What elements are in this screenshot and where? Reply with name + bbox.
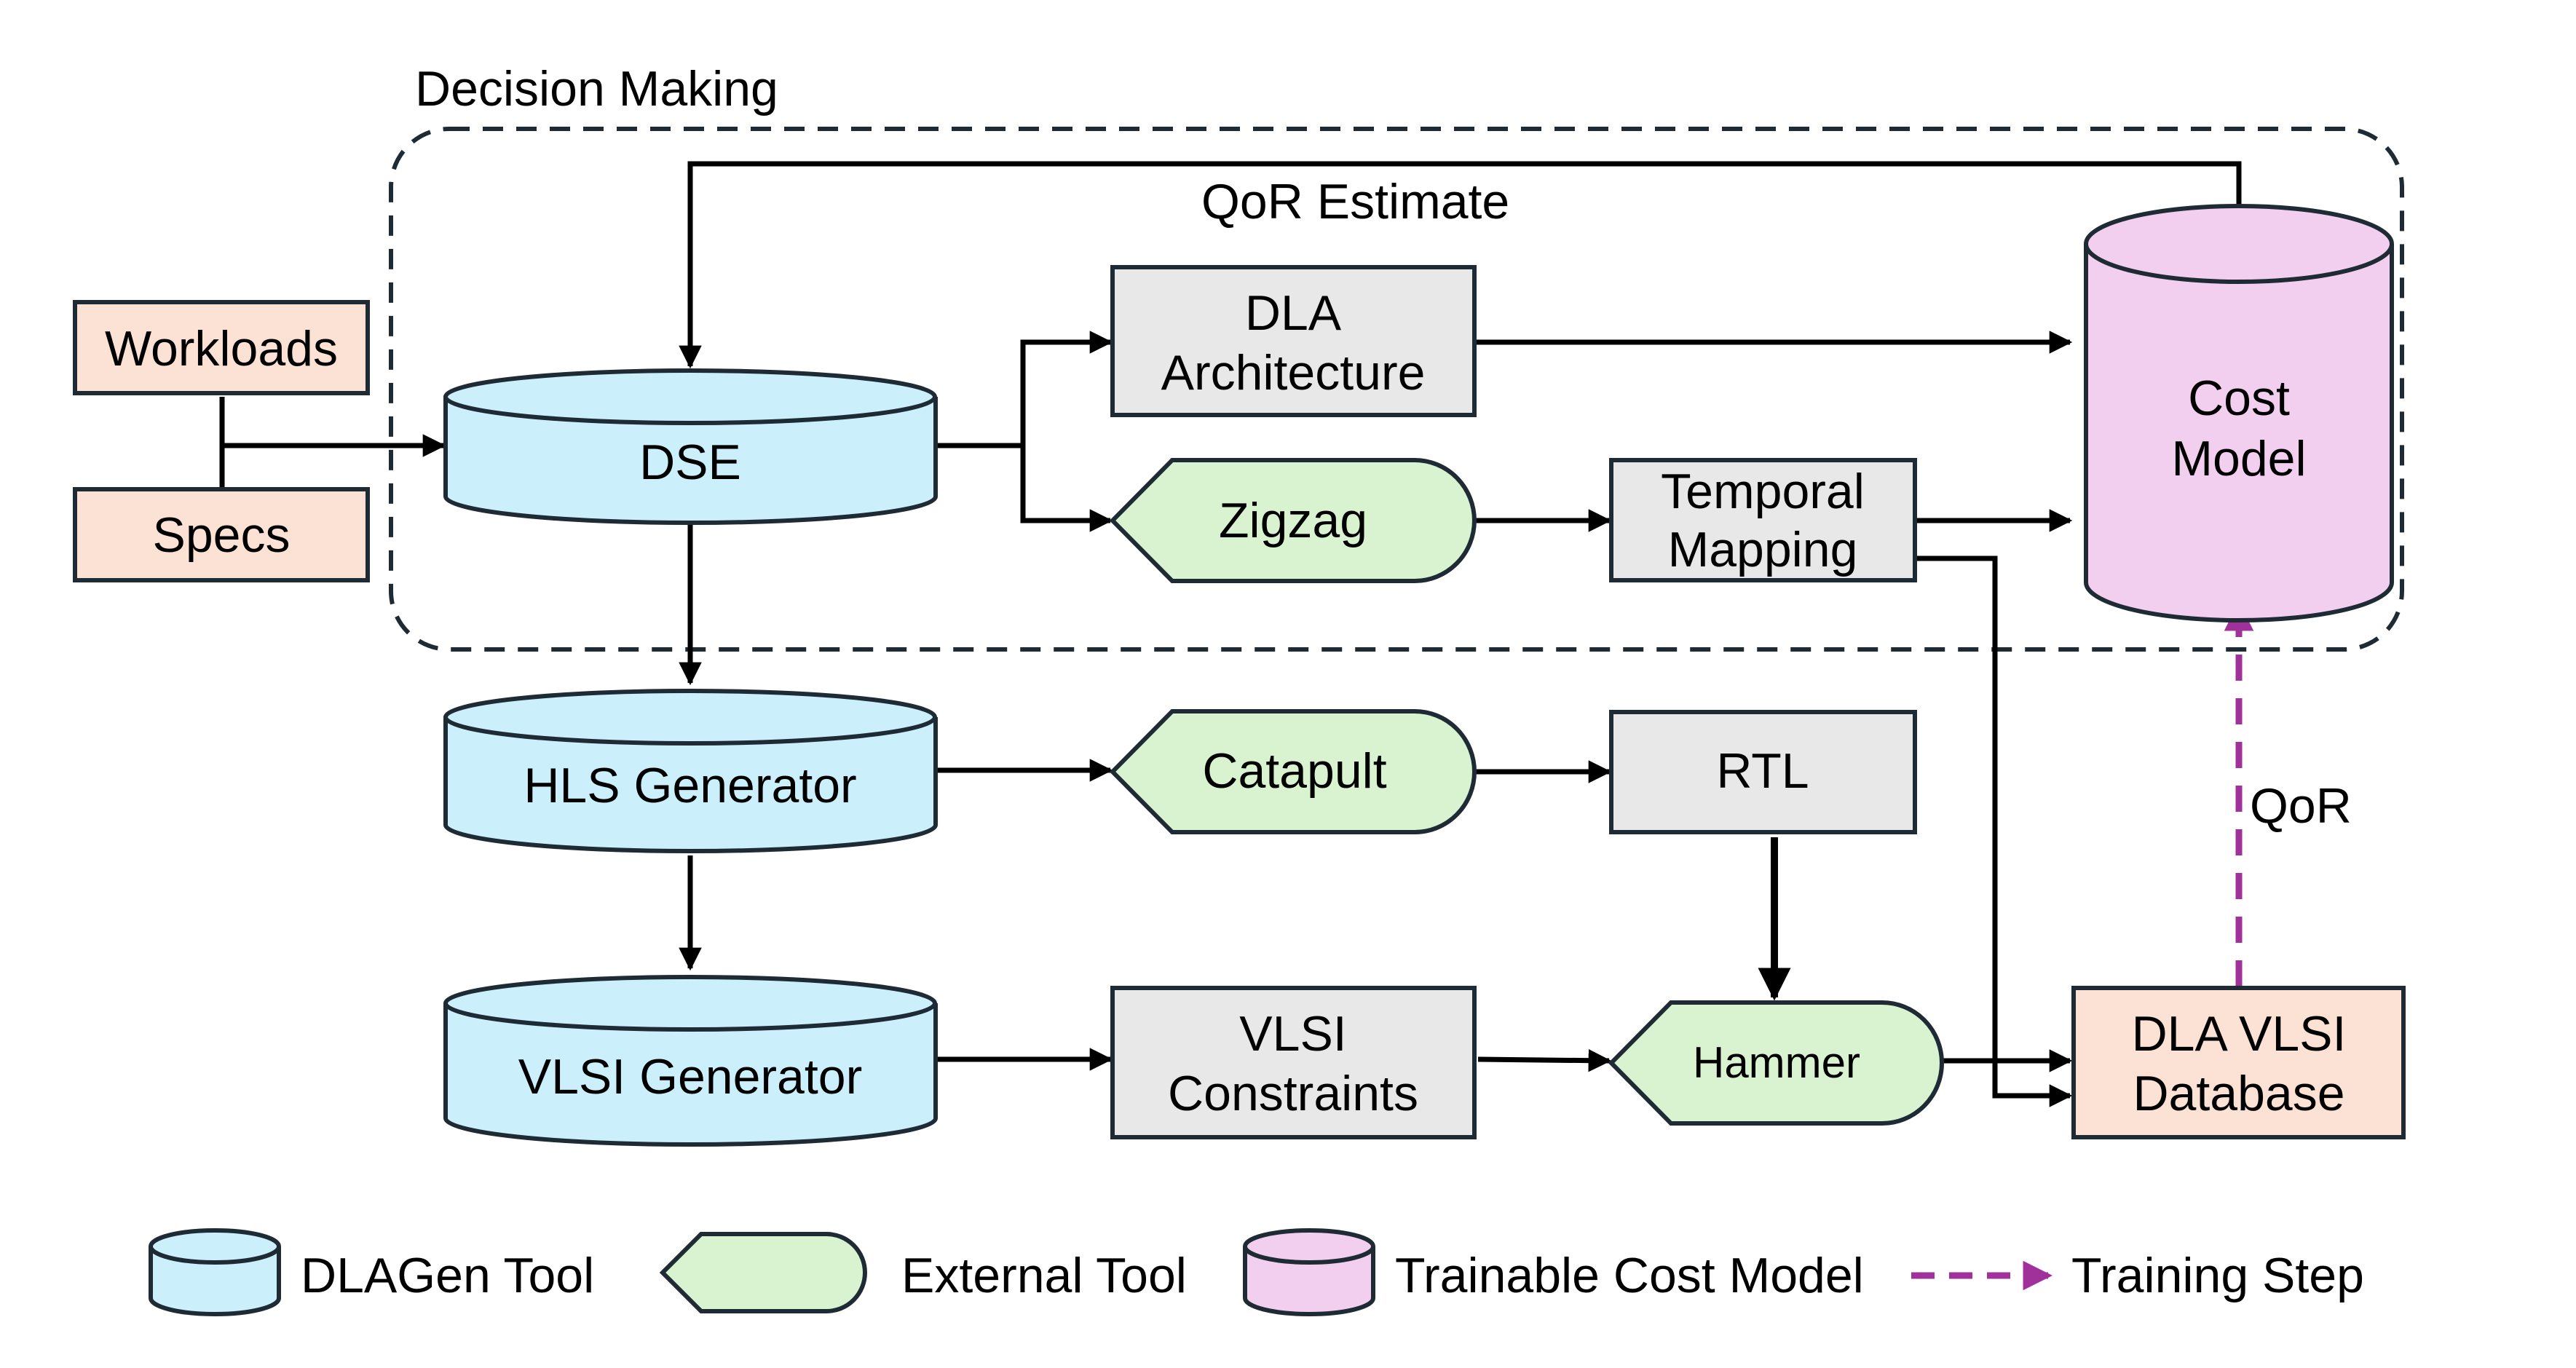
legend-dlagen-tool-label: DLAGen Tool <box>301 1248 594 1303</box>
rtl-node: RTL <box>1609 710 1917 834</box>
legend-external-tool: External Tool <box>659 1232 1187 1313</box>
dla-vlsi-database-line2: Database <box>2133 1066 2344 1121</box>
hls-generator-node: HLS Generator <box>443 689 938 854</box>
dse-node: DSE <box>443 368 938 526</box>
workloads-node: Workloads <box>73 300 370 395</box>
legend-dlagen-tool: DLAGen Tool <box>149 1228 594 1316</box>
zigzag-label: Zigzag <box>1219 493 1367 548</box>
hls-generator-label: HLS Generator <box>524 758 856 813</box>
decision-making-region <box>389 127 2404 652</box>
dla-architecture-line1: DLA <box>1245 285 1342 341</box>
edge-dse-to-zigzag <box>1020 446 1113 532</box>
dla-architecture-line2: Architecture <box>1161 345 1426 400</box>
catapult-label: Catapult <box>1202 743 1386 799</box>
dla-vlsi-database-line1: DLA VLSI <box>2132 1006 2347 1061</box>
edge-dse-to-dla-architecture <box>1020 331 1113 446</box>
vlsi-constraints-line1: VLSI <box>1239 1006 1346 1061</box>
cost-model-line2: Model <box>2171 431 2306 486</box>
specs-label: Specs <box>153 507 291 563</box>
decision-making-label: Decision Making <box>415 61 778 116</box>
vlsi-generator-label: VLSI Generator <box>518 1049 862 1104</box>
qor-estimate-label: QoR Estimate <box>1201 174 1509 229</box>
hammer-node: Hammer <box>1608 1000 1944 1126</box>
temporal-mapping-line1: Temporal <box>1661 464 1865 519</box>
temporal-mapping-line2: Mapping <box>1668 522 1858 577</box>
cost-model-node: Cost Model <box>2084 204 2394 622</box>
zigzag-node: Zigzag <box>1109 458 1477 583</box>
legend: DLAGen Tool External Tool Trainable Cost… <box>149 1228 2364 1316</box>
legend-trainable-cost-model-label: Trainable Cost Model <box>1395 1248 1864 1303</box>
dla-architecture-node: DLA Architecture <box>1110 265 1477 417</box>
hammer-label: Hammer <box>1693 1038 1860 1087</box>
specs-node: Specs <box>73 487 370 582</box>
workloads-label: Workloads <box>105 321 338 376</box>
legend-training-step-label: Training Step <box>2071 1248 2364 1303</box>
cost-model-line1: Cost <box>2188 371 2290 426</box>
dla-vlsi-database-node: DLA VLSI Database <box>2071 986 2406 1139</box>
vlsi-constraints-node: VLSI Constraints <box>1110 986 1477 1139</box>
dse-label: DSE <box>639 435 741 490</box>
legend-trainable-cost-model: Trainable Cost Model <box>1243 1228 1864 1316</box>
rtl-label: RTL <box>1716 743 1809 799</box>
edge-constraints-to-hammer <box>1477 1048 1612 1072</box>
legend-external-tool-label: External Tool <box>901 1248 1187 1303</box>
edge-temporal-mapping-to-database <box>1915 555 2073 1107</box>
temporal-mapping-node: Temporal Mapping <box>1609 458 1917 582</box>
vlsi-constraints-line2: Constraints <box>1168 1066 1418 1121</box>
qor-label: QoR <box>2250 778 2352 834</box>
vlsi-generator-node: VLSI Generator <box>443 975 938 1147</box>
edge-qor-estimate <box>679 161 2242 369</box>
catapult-node: Catapult <box>1109 709 1477 834</box>
legend-training-step: Training Step <box>1911 1248 2364 1303</box>
